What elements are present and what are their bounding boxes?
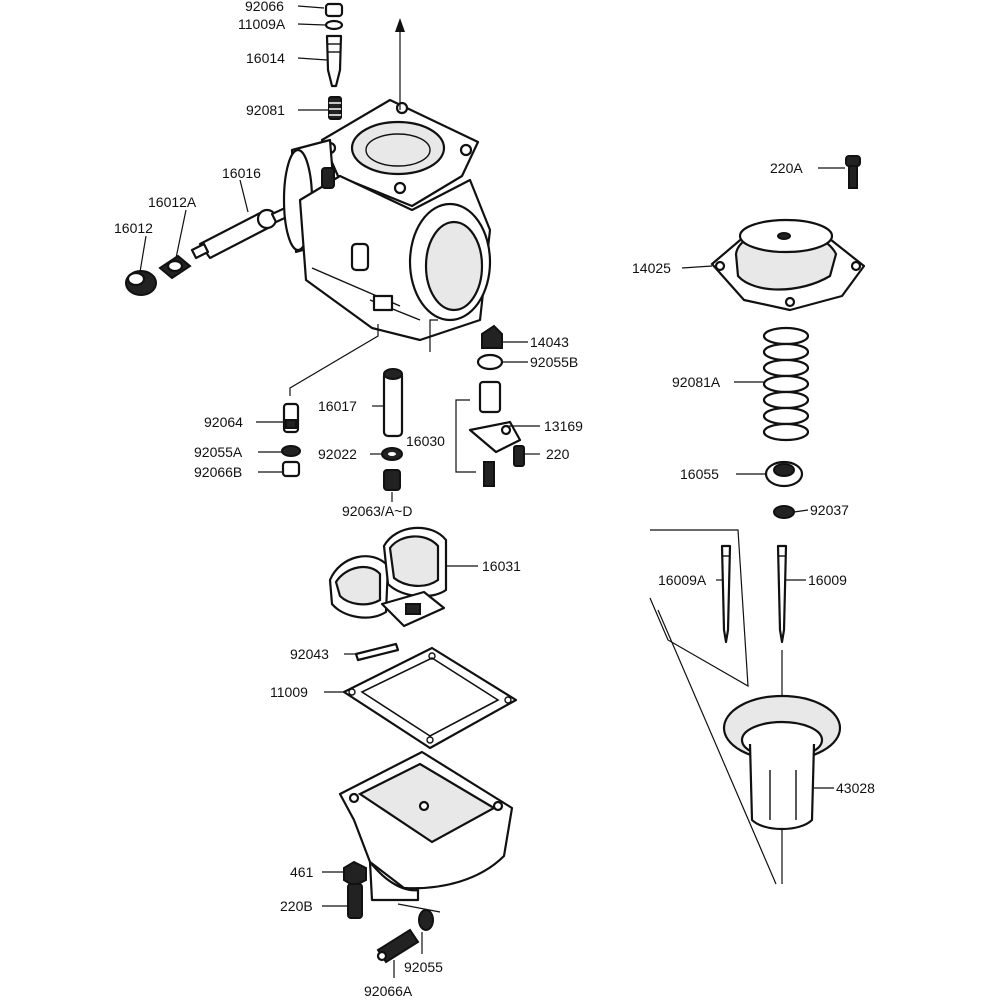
part-92055b-oring [476, 353, 504, 371]
label-11009: 11009 [270, 684, 308, 700]
label-16055: 16055 [680, 466, 719, 482]
label-16009a: 16009A [658, 572, 707, 588]
label-220b: 220B [280, 898, 313, 914]
part-float-bowl [338, 750, 514, 902]
label-13169: 13169 [544, 418, 583, 434]
part-11009-gasket [342, 646, 518, 750]
part-220b-screw [347, 883, 363, 919]
label-92066-top: 92066 [245, 0, 284, 14]
part-92066-cap [324, 2, 344, 18]
label-92064: 92064 [204, 414, 243, 430]
part-92063-main-jet [383, 469, 401, 491]
label-14043: 14043 [530, 334, 569, 350]
label-92081: 92081 [246, 102, 285, 118]
label-16031: 16031 [482, 558, 521, 574]
label-92066a: 92066A [364, 983, 413, 999]
label-16012a: 16012A [148, 194, 197, 210]
part-92055a-washer [281, 445, 301, 457]
part-16012a-nut [158, 254, 192, 280]
label-92081a: 92081A [672, 374, 721, 390]
label-92066b: 92066B [194, 464, 242, 480]
part-14043-plug [481, 324, 503, 349]
label-92055a: 92055A [194, 444, 243, 460]
label-16012: 16012 [114, 220, 153, 236]
label-11009a: 11009A [238, 16, 286, 32]
label-92037: 92037 [810, 502, 849, 518]
label-92022: 92022 [318, 446, 357, 462]
label-14025: 14025 [632, 260, 671, 276]
part-220-screw [513, 445, 525, 467]
part-92081a-spring [762, 326, 810, 442]
label-461: 461 [290, 864, 314, 880]
part-461-nut [343, 860, 367, 888]
part-11009a-oring [324, 19, 344, 31]
label-16009: 16009 [808, 572, 847, 588]
part-92055-washer [418, 909, 434, 931]
label-16017: 16017 [318, 398, 357, 414]
label-92055: 92055 [404, 959, 443, 975]
label-220a: 220A [770, 160, 803, 176]
label-92063: 92063/A~D [342, 503, 412, 519]
label-43028: 43028 [836, 780, 875, 796]
label-220: 220 [546, 446, 570, 462]
label-92055b: 92055B [530, 354, 578, 370]
label-92043: 92043 [290, 646, 329, 662]
part-16009a-jet-needle [720, 544, 732, 644]
part-13169-clip [500, 424, 512, 436]
part-220a-screw [845, 155, 861, 189]
part-16012-knob [125, 270, 157, 296]
part-92064-jet [282, 402, 300, 434]
label-16016: 16016 [222, 165, 261, 181]
part-16016-shaft [190, 202, 300, 260]
part-92081-spring [328, 96, 342, 120]
part-16014-plunger [325, 34, 343, 88]
part-14025-top-cover [710, 218, 866, 312]
part-92066b-plug [281, 460, 301, 478]
part-16055-holder [764, 460, 804, 488]
part-92037-clip [773, 505, 795, 519]
part-16009-jet-needle [776, 544, 788, 644]
part-16030-float-valve [455, 380, 522, 487]
part-16031-float [328, 526, 448, 628]
part-16017-needle-jet [382, 368, 404, 438]
part-43028-piston-valve [722, 694, 842, 830]
label-16030: 16030 [406, 433, 445, 449]
part-92043-pin [354, 642, 400, 662]
part-92022-washer [381, 447, 403, 461]
part-92066a-drain-screw [376, 928, 420, 964]
part-carburetor-body [282, 98, 492, 342]
label-16014: 16014 [246, 50, 285, 66]
